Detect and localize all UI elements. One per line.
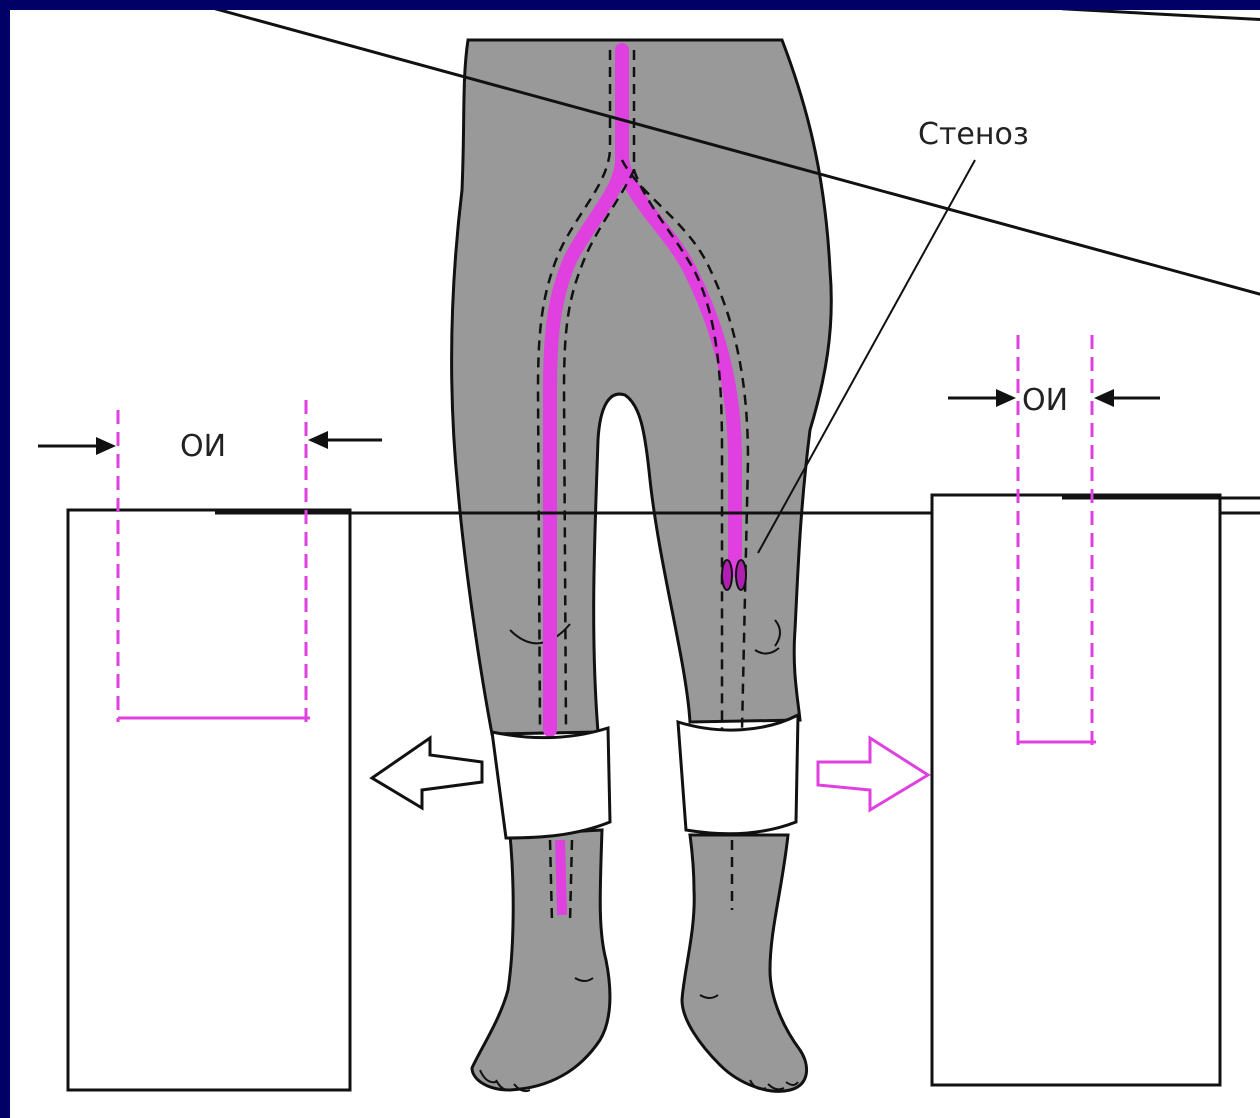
- left-oi-label: ОИ: [180, 429, 226, 464]
- right-oi-label: ОИ: [1022, 383, 1068, 418]
- diagram-slide: Стеноз ОИ ОИ: [10, 10, 1260, 1118]
- right-arrow: [818, 738, 928, 810]
- left-panel-frame: [68, 510, 350, 1090]
- legs-silhouette: [452, 40, 832, 734]
- stenosis-label: Стеноз: [918, 117, 1029, 152]
- stenosis-mark-left: [722, 560, 732, 590]
- diagram-canvas: Стеноз ОИ ОИ: [10, 10, 1260, 1118]
- left-arrow: [372, 738, 482, 808]
- right-shin-foot: [682, 835, 807, 1091]
- right-oi-arrowhead-right: [1094, 389, 1114, 407]
- left-cuff: [492, 728, 610, 838]
- right-oscillogram-panel: ОИ: [932, 10, 1260, 1085]
- stenosis-mark-right: [736, 560, 746, 590]
- left-oi-arrowhead-right: [308, 431, 328, 449]
- right-oi-arrowhead-left: [996, 389, 1016, 407]
- right-panel-frame: [932, 495, 1220, 1085]
- right-cuff: [678, 715, 798, 834]
- artery-left-lower: [560, 840, 562, 915]
- left-oi-arrowhead-left: [96, 437, 116, 455]
- left-shin-foot: [472, 830, 610, 1090]
